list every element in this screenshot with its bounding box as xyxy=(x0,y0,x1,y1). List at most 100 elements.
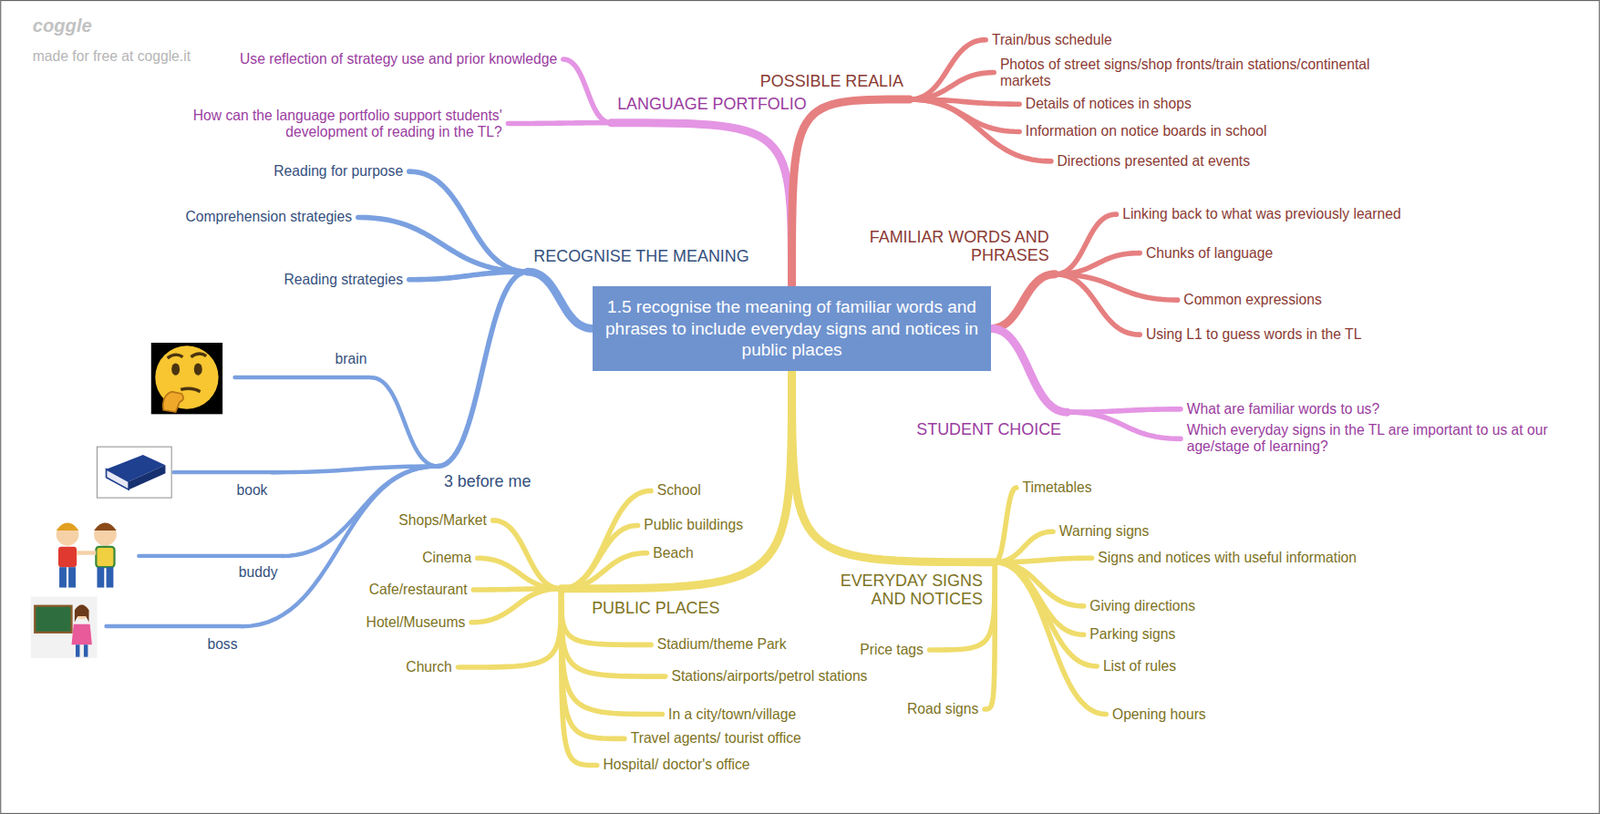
node-text: Using L1 to guess words in the TL xyxy=(1145,326,1362,343)
node-text: Hotel/Museums xyxy=(366,614,466,631)
branch-connector xyxy=(437,271,527,466)
leaf-topic: Reading for purpose xyxy=(273,163,403,180)
node-text: Shops/Market xyxy=(398,512,487,529)
branch-connector xyxy=(1054,214,1116,275)
central-topic: 1.5 recognise the meaning of familiar wo… xyxy=(592,286,991,372)
node-text: Linking back to what was previously lear… xyxy=(1122,206,1401,223)
leaf-topic: Stations/airports/petrol stations xyxy=(670,668,868,685)
branch-connector xyxy=(984,562,995,710)
leaf-topic: Using L1 to guess words in the TL xyxy=(1145,326,1362,343)
branch-heading: EVERYDAY SIGNS AND NOTICES xyxy=(814,571,983,610)
leaf-topic: Church xyxy=(405,659,452,676)
leaf-topic: School xyxy=(657,482,702,499)
leaf-topic: Cafe/restaurant xyxy=(369,581,468,599)
node-text: Cafe/restaurant xyxy=(369,581,468,599)
branch-connector xyxy=(561,371,793,589)
node-text: PUBLIC PLACES xyxy=(591,598,720,619)
branch-heading: POSSIBLE REALIA xyxy=(760,72,904,92)
node-text: Timetables xyxy=(1021,479,1092,496)
node-text: Reading for purpose xyxy=(273,163,403,180)
leaf-topic: Information on notice boards in school xyxy=(1025,123,1268,140)
branch-connector xyxy=(990,328,1068,413)
node-text: 1.5 recognise the meaning of familiar wo… xyxy=(605,296,980,362)
node-text: School xyxy=(657,482,702,499)
leaf-topic: book xyxy=(236,482,268,499)
node-text: book xyxy=(236,482,268,499)
branch-connector xyxy=(561,553,648,589)
branch-heading: PUBLIC PLACES xyxy=(591,598,720,619)
leaf-topic: What are familiar words to us? xyxy=(1187,401,1380,418)
branch-heading: FAMILIAR WORDS AND PHRASES xyxy=(829,227,1050,266)
leaf-topic: In a city/town/village xyxy=(668,706,796,723)
branch-heading: STUDENT CHOICE xyxy=(916,420,1062,440)
node-text: In a city/town/village xyxy=(668,706,796,723)
branch-connector xyxy=(909,72,994,100)
teacher-figure xyxy=(30,597,98,659)
node-text: brain xyxy=(335,350,368,368)
node-text: Information on notice boards in school xyxy=(1025,123,1268,140)
node-text: Chunks of language xyxy=(1145,245,1273,262)
node-text: boss xyxy=(206,636,238,653)
branch-connector xyxy=(561,588,598,766)
node-text: Parking signs xyxy=(1089,626,1176,643)
node-text: POSSIBLE REALIA xyxy=(760,72,904,92)
branch-connector xyxy=(1054,274,1140,335)
leaf-topic: How can the language portfolio support s… xyxy=(150,107,503,141)
watermark: coggle xyxy=(32,15,93,37)
branch-connector xyxy=(994,487,1016,563)
node-text: Comprehension strategies xyxy=(185,208,352,226)
leaf-topic: Details of notices in shops xyxy=(1025,95,1192,113)
leaf-topic: Train/bus schedule xyxy=(991,31,1113,49)
node-text: STUDENT CHOICE xyxy=(916,420,1062,440)
leaf-topic: Photos of street signs/shop fronts/train… xyxy=(1000,56,1404,90)
leaf-topic: boss xyxy=(206,636,238,653)
node-text: Price tags xyxy=(859,641,924,659)
branch-connector xyxy=(477,557,562,589)
branch-connector xyxy=(471,588,561,623)
leaf-topic: buddy xyxy=(238,564,279,581)
branch-connector xyxy=(458,588,562,668)
leaf-topic: Public buildings xyxy=(643,516,744,534)
leaf-topic: brain xyxy=(335,350,368,368)
node-text: buddy xyxy=(238,564,279,581)
leaf-topic: Comprehension strategies xyxy=(185,208,352,226)
node-text: Stadium/theme Park xyxy=(657,636,787,653)
node-text: Directions presented at events xyxy=(1057,153,1250,170)
leaf-topic: Travel agents/ tourist office xyxy=(630,730,802,747)
node-text: Signs and notices with useful informatio… xyxy=(1097,549,1357,567)
leaf-topic: Chunks of language xyxy=(1145,245,1273,262)
node-text: Beach xyxy=(652,545,693,562)
node-text: Opening hours xyxy=(1112,706,1207,723)
watermark: made for free at coggle.it xyxy=(32,48,191,65)
branch-connector xyxy=(409,271,528,280)
node-text: 3 before me xyxy=(443,472,531,492)
node-text: Road signs xyxy=(907,701,979,718)
branch-connector xyxy=(1067,412,1181,439)
branch-connector xyxy=(563,59,612,124)
node-text: List of rules xyxy=(1103,658,1177,675)
leader-lines xyxy=(106,377,371,627)
branch-heading: RECOGNISE THE MEANING xyxy=(533,247,749,267)
node-text: What are familiar words to us? xyxy=(1187,401,1380,418)
book-icon xyxy=(96,446,172,498)
leaf-topic: Which everyday signs in the TL are impor… xyxy=(1187,422,1565,455)
branch-connector xyxy=(792,371,996,562)
branch-connector xyxy=(371,377,438,466)
leaf-topic: Opening hours xyxy=(1112,706,1207,723)
leaf-topic: Use reflection of strategy use and prior… xyxy=(239,51,558,68)
branch-connector xyxy=(792,99,910,287)
leaf-topic: Beach xyxy=(652,545,693,562)
node-text: Giving directions xyxy=(1089,598,1196,615)
branch-connector xyxy=(527,271,594,329)
node-text: Use reflection of strategy use and prior… xyxy=(239,51,558,68)
leaf-topic: Timetables xyxy=(1021,479,1092,496)
node-text: Common expressions xyxy=(1183,291,1322,309)
leaf-topic: Price tags xyxy=(859,641,924,659)
leaf-topic: Directions presented at events xyxy=(1057,153,1250,170)
leaf-topic: Hotel/Museums xyxy=(366,614,466,631)
node-text: Church xyxy=(405,659,452,676)
branch-heading: 3 before me xyxy=(443,472,531,492)
leaf-topic: Hospital/ doctor's office xyxy=(602,756,750,774)
node-text: Details of notices in shops xyxy=(1025,95,1192,113)
